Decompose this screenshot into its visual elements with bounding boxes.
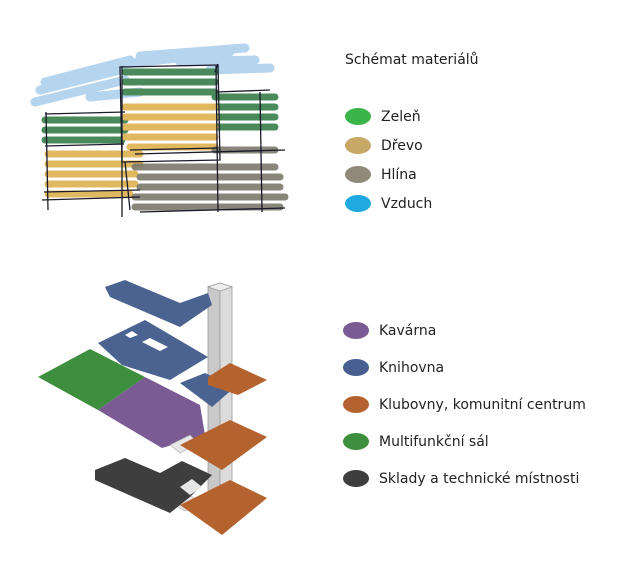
ink-outlines <box>41 63 286 217</box>
function-legend-label: Klubovny, komunitní centrum <box>379 396 586 413</box>
material-swatch-icon <box>345 195 371 212</box>
function-massing-diagram <box>38 280 267 535</box>
material-legend-item: Zeleň <box>345 108 421 125</box>
material-legend-label: Vzduch <box>381 195 433 212</box>
function-swatch-icon <box>343 470 369 487</box>
material-legend-item: Dřevo <box>345 137 423 154</box>
function-swatch-icon <box>343 322 369 339</box>
material-sketch <box>30 43 289 217</box>
cafe-block <box>98 377 205 448</box>
earth-strokes <box>131 146 289 211</box>
material-legend-title: Schémat materiálů <box>345 52 479 68</box>
material-legend-item: Hlína <box>345 166 417 183</box>
function-legend-label: Sklady a technické místnosti <box>379 470 580 487</box>
storage-block <box>95 458 212 513</box>
vertical-core-top <box>206 282 234 292</box>
function-legend-label: Knihovna <box>379 359 445 376</box>
function-legend-label: Kavárna <box>379 322 437 339</box>
wood-strokes <box>44 103 219 198</box>
club-room-top <box>208 363 267 395</box>
material-swatch-icon <box>345 108 371 125</box>
material-legend-item: Vzduch <box>345 195 432 212</box>
air-strokes <box>30 43 275 107</box>
library-opening <box>142 338 168 351</box>
function-legend-item: Sklady a technické místnosti <box>343 470 579 487</box>
library-opening-2 <box>125 331 138 338</box>
material-legend-label: Zeleň <box>381 108 421 125</box>
function-legend-item: Multifunkční sál <box>343 433 489 450</box>
material-legend-label: Dřevo <box>381 137 423 154</box>
function-swatch-icon <box>343 359 369 376</box>
material-swatch-icon <box>345 137 371 154</box>
function-legend-item: Kavárna <box>343 322 436 339</box>
library-top-block <box>105 280 212 327</box>
function-legend-item: Klubovny, komunitní centrum <box>343 396 586 413</box>
function-swatch-icon <box>343 396 369 413</box>
green-strokes <box>41 68 279 144</box>
function-legend-item: Knihovna <box>343 359 444 376</box>
function-legend-label: Multifunkční sál <box>379 433 489 450</box>
material-legend-label: Hlína <box>381 166 417 183</box>
club-room-bottom <box>180 480 267 535</box>
material-swatch-icon <box>345 166 371 183</box>
function-swatch-icon <box>343 433 369 450</box>
multifunctional-hall <box>38 349 145 410</box>
club-room-middle <box>180 420 267 470</box>
storage-ramp <box>180 479 202 495</box>
